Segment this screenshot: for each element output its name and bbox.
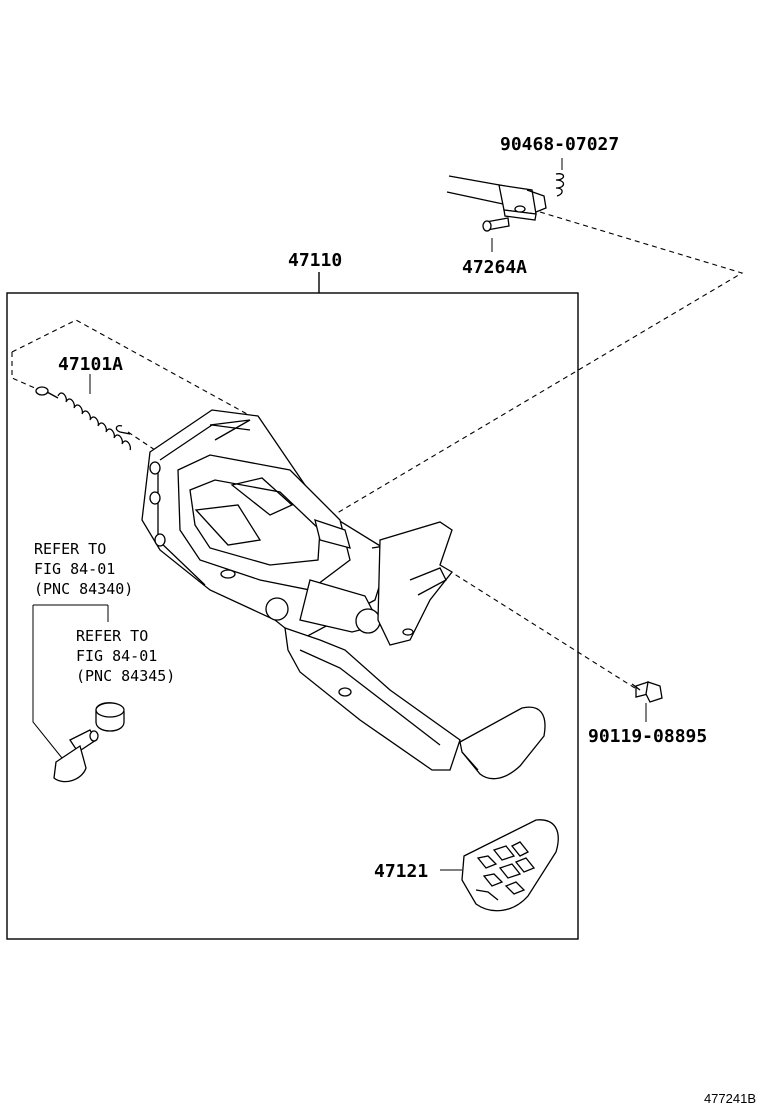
ref2-line3: (PNC 84345) [76,667,175,685]
assembly-frame [6,292,579,940]
spring-dashed-line [127,431,159,453]
label-assembly: 47110 [288,250,342,271]
ref1-line1: REFER TO [34,540,106,558]
pedal-pad-part [440,819,559,912]
label-spring: 47101A [58,354,123,375]
pedal-arm [284,627,461,771]
clip-part [555,158,565,197]
pivot-shaft [265,519,381,634]
spring-dashed-outline [11,319,259,421]
return-spring [35,374,132,451]
clevis-dashed-line [321,211,744,523]
ref2-line2: FIG 84-01 [76,647,157,665]
ref1-line2: FIG 84-01 [34,560,115,578]
push-rod-clevis [446,175,547,221]
ref1-line3: (PNC 84340) [34,580,133,598]
stop-switch [32,605,99,783]
label-pin: 47264A [462,257,527,278]
stopper-cushion [33,604,125,732]
bolt-dashed-line [447,569,639,691]
label-clip: 90468-07027 [500,134,619,155]
pedal-bracket [141,409,401,641]
bolt-part [631,681,663,722]
figure-code: 477241B [704,1091,756,1106]
label-bolt: 90119-08895 [588,726,707,747]
pedal-pad-mounted [459,706,546,780]
pedal-lever [377,521,453,646]
ref2-line1: REFER TO [76,627,148,645]
pin-part [482,217,510,252]
label-pad: 47121 [374,861,428,882]
